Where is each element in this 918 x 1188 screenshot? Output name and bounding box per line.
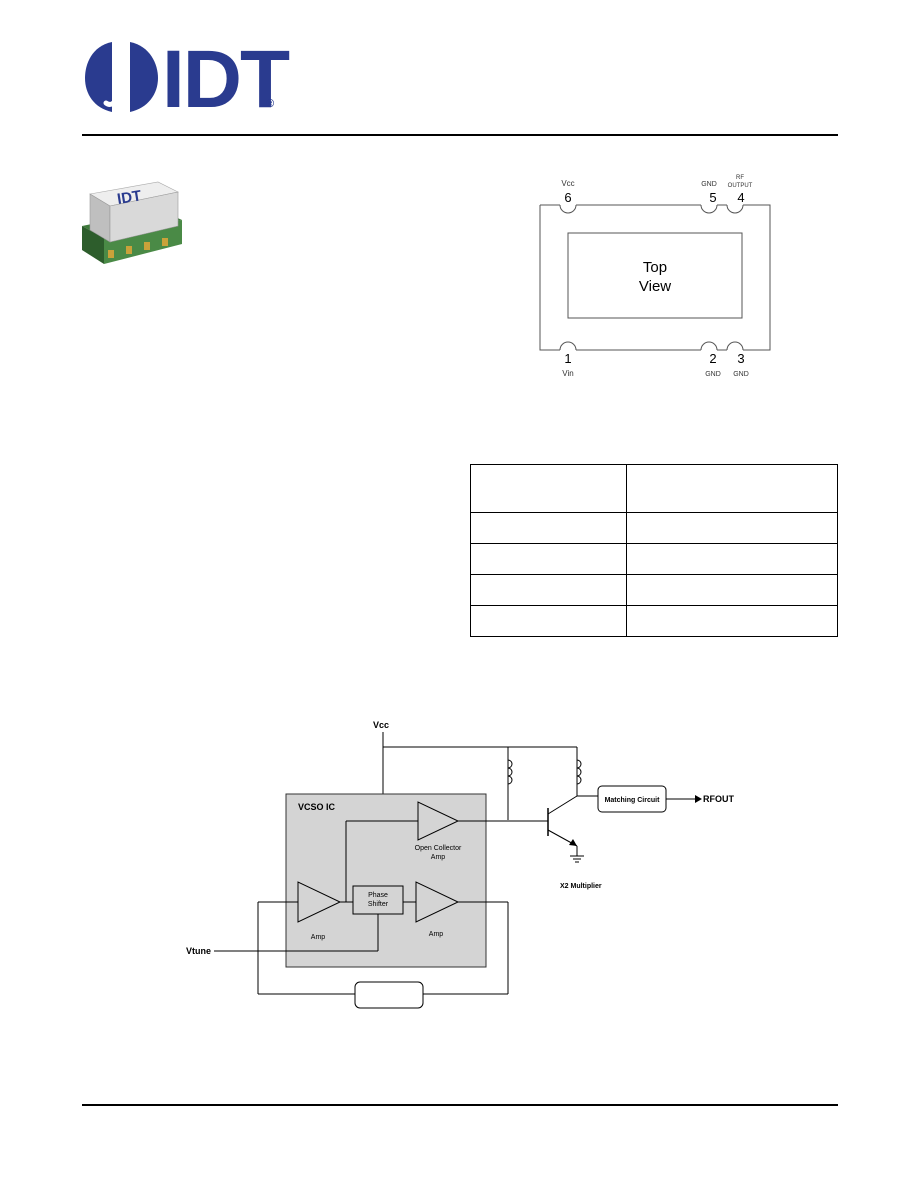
table-row (470, 574, 838, 606)
table-cell (470, 605, 627, 637)
table-cell (626, 605, 838, 637)
registered-mark: ® (266, 98, 275, 110)
table-row (470, 512, 838, 544)
product-photo: IDT (82, 181, 182, 264)
table-cell (470, 574, 627, 606)
table-cell (626, 464, 838, 513)
top-view-line2: View (639, 278, 671, 295)
phase-shifter-line1: Phase (368, 892, 388, 899)
top-view-line1: Top (643, 259, 667, 276)
idt-logo-mark (85, 42, 158, 112)
table-row (470, 464, 838, 513)
matching-circuit-label: Matching Circuit (605, 797, 661, 804)
vtune-label: Vtune (186, 946, 211, 956)
pin3-label: GND (733, 371, 749, 378)
table-row (470, 605, 838, 637)
table-cell (626, 574, 838, 606)
amp-right-icon (415, 881, 460, 923)
table-cell (470, 543, 627, 575)
header-rule (82, 134, 838, 136)
pinout-diagram: Top View Vcc 6 GND 5 RF OUTPUT 4 1 Vin 2… (539, 175, 771, 378)
pin1-label: Vin (562, 369, 573, 378)
pin5-label: GND (701, 181, 717, 188)
logo-text: IDT (162, 34, 290, 125)
table-cell (470, 512, 627, 544)
amp-right-label: Amp (429, 931, 444, 938)
table-cell (470, 464, 627, 513)
vcso-ic-label: VCSO IC (298, 802, 336, 812)
open-collector-label-line2: Amp (431, 854, 446, 861)
table-cell (626, 543, 838, 575)
pin6-label: Vcc (561, 179, 574, 188)
amp-left-label: Amp (311, 934, 326, 941)
pin4-number: 4 (737, 190, 744, 205)
pin5-number: 5 (709, 190, 716, 205)
pin-table (470, 464, 838, 637)
pin3-number: 3 (737, 351, 744, 366)
table-row (470, 543, 838, 575)
phase-shifter-line2: Shifter (368, 901, 389, 908)
pin4-label-line1: RF (736, 175, 744, 181)
pin6-number: 6 (564, 190, 571, 205)
pin1-number: 1 (564, 351, 571, 366)
block-diagram: Vcc VCSO IC Open Collector Amp Amp Phase… (186, 720, 734, 1009)
inductor-icon (507, 759, 513, 785)
vcc-label: Vcc (373, 720, 389, 730)
pin4-label-line2: OUTPUT (728, 183, 753, 189)
phase-shifter-box (352, 885, 404, 915)
table-cell (626, 512, 838, 544)
top-view-box (567, 232, 743, 319)
arrow-right-icon (695, 795, 702, 803)
rfout-label: RFOUT (703, 794, 734, 804)
resonator-box (354, 981, 424, 1009)
footer-rule (82, 1104, 838, 1106)
inductor-icon (576, 759, 582, 785)
pin2-label: GND (705, 371, 721, 378)
pin2-number: 2 (709, 351, 716, 366)
product-label: IDT (116, 187, 143, 208)
open-collector-label-line1: Open Collector (415, 845, 462, 852)
multiplier-label: X2 Multiplier (560, 883, 602, 890)
